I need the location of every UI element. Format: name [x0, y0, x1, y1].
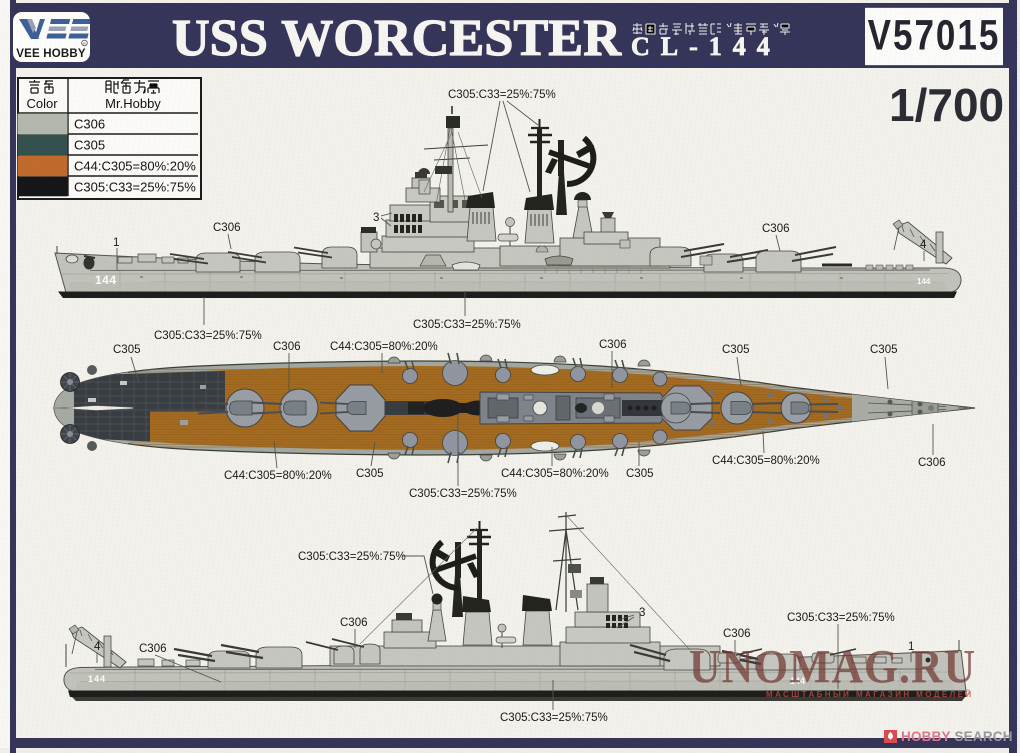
svg-text:C305: C305 — [356, 468, 384, 480]
svg-text:Color: Color — [26, 96, 58, 111]
svg-text:R: R — [83, 41, 86, 46]
svg-text:C306: C306 — [599, 339, 627, 351]
svg-text:C305: C305 — [722, 344, 750, 356]
svg-text:Mr.Hobby: Mr.Hobby — [105, 96, 161, 111]
svg-text:C306: C306 — [340, 617, 368, 629]
svg-text:C44:C305=80%:20%: C44:C305=80%:20% — [501, 468, 609, 480]
svg-text:C305:C33=25%:75%: C305:C33=25%:75% — [74, 180, 196, 195]
svg-text:C44:C305=80%:20%: C44:C305=80%:20% — [712, 455, 820, 467]
svg-text:C44:C305=80%:20%: C44:C305=80%:20% — [74, 159, 196, 174]
svg-text:C306: C306 — [74, 117, 105, 132]
svg-text:4: 4 — [920, 239, 927, 251]
svg-text:C306: C306 — [273, 341, 301, 353]
svg-text:C44:C305=80%:20%: C44:C305=80%:20% — [224, 470, 332, 482]
svg-text:C305:C33=25%:75%: C305:C33=25%:75% — [448, 89, 556, 101]
svg-text:C306: C306 — [918, 457, 946, 469]
svg-text:C305: C305 — [74, 138, 105, 153]
svg-text:C44:C305=80%:20%: C44:C305=80%:20% — [330, 341, 438, 353]
svg-text:C305:C33=25%:75%: C305:C33=25%:75% — [500, 712, 608, 724]
svg-text:1: 1 — [908, 641, 914, 653]
svg-text:144: 144 — [95, 273, 117, 287]
svg-text:C306: C306 — [213, 222, 241, 234]
svg-text:C305: C305 — [870, 344, 898, 356]
svg-text:C305:C33=25%:75%: C305:C33=25%:75% — [298, 551, 406, 563]
svg-text:C306: C306 — [723, 628, 751, 640]
svg-text:C305: C305 — [626, 468, 654, 480]
svg-text:144: 144 — [790, 676, 805, 686]
svg-text:4: 4 — [94, 641, 101, 653]
svg-text:C306: C306 — [139, 643, 167, 655]
svg-text:3: 3 — [639, 607, 645, 619]
svg-text:C305: C305 — [113, 344, 141, 356]
svg-text:C306: C306 — [762, 223, 790, 235]
svg-text:C305:C33=25%:75%: C305:C33=25%:75% — [154, 330, 262, 342]
svg-text:C305:C33=25%:75%: C305:C33=25%:75% — [413, 319, 521, 331]
svg-text:144: 144 — [917, 277, 931, 286]
svg-text:VEE HOBBY: VEE HOBBY — [16, 48, 86, 60]
svg-text:C305:C33=25%:75%: C305:C33=25%:75% — [409, 488, 517, 500]
svg-text:1: 1 — [113, 237, 119, 249]
svg-text:144: 144 — [88, 674, 106, 684]
svg-text:C305:C33=25%:75%: C305:C33=25%:75% — [787, 612, 895, 624]
svg-text:3: 3 — [373, 212, 379, 224]
